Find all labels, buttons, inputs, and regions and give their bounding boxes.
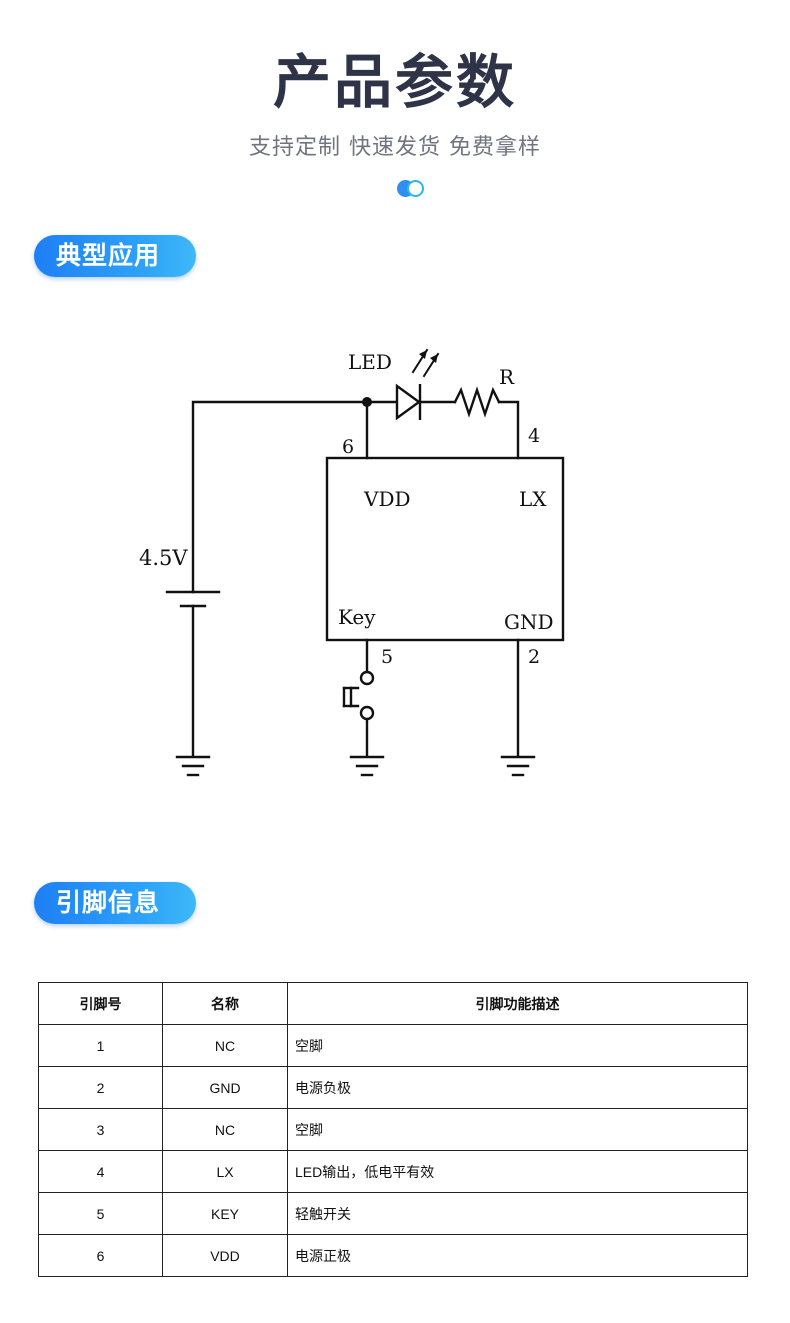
pin-desc-cell: 电源正极 bbox=[287, 1234, 748, 1277]
pin-name-cell: NC bbox=[162, 1024, 288, 1067]
header-pin-number: 引脚号 bbox=[38, 982, 163, 1025]
pin-name-cell: VDD bbox=[162, 1234, 288, 1277]
resistor-label: R bbox=[499, 365, 515, 389]
table-row: 4 LX LED输出，低电平有效 bbox=[38, 1150, 748, 1193]
pin-name-gnd: GND bbox=[504, 610, 554, 634]
table-header-row: 引脚号 名称 引脚功能描述 bbox=[38, 982, 748, 1025]
pin-info-table: 引脚号 名称 引脚功能描述 1 NC 空脚 2 GND 电源负极 3 NC 空脚… bbox=[38, 982, 748, 1277]
pin-name-cell: LX bbox=[162, 1150, 288, 1193]
pin-desc-cell: 电源负极 bbox=[287, 1066, 748, 1109]
pin-name-vdd: VDD bbox=[363, 487, 411, 511]
led-diode-icon bbox=[395, 383, 422, 421]
wire-lx bbox=[497, 400, 520, 460]
table-row: 2 GND 电源负极 bbox=[38, 1066, 748, 1109]
pin-name-cell: NC bbox=[162, 1108, 288, 1151]
arrow-heads-icon bbox=[419, 350, 438, 363]
pin-desc-cell: 轻触开关 bbox=[287, 1192, 748, 1235]
pin-number-cell: 2 bbox=[38, 1066, 163, 1109]
switch-contact-top bbox=[359, 670, 375, 686]
circuit-diagram: LED R 4.5V 6 4 5 2 VDD LX Key GND bbox=[139, 348, 565, 777]
pin-desc-cell: 空脚 bbox=[287, 1108, 748, 1151]
pin-number-key: 5 bbox=[381, 646, 393, 668]
switch-contact-bottom bbox=[359, 705, 375, 721]
pin-desc-cell: 空脚 bbox=[287, 1024, 748, 1067]
header-pin-name: 名称 bbox=[162, 982, 288, 1025]
pin-name-key: Key bbox=[338, 605, 376, 629]
dot-ring-icon bbox=[407, 180, 424, 197]
pin-number-cell: 1 bbox=[38, 1024, 163, 1067]
section-heading-pins: 引脚信息 bbox=[34, 882, 196, 924]
wire-top bbox=[191, 400, 399, 594]
decorative-dots-icon bbox=[397, 179, 431, 199]
header-pin-function: 引脚功能描述 bbox=[287, 982, 748, 1025]
pin-number-cell: 6 bbox=[38, 1234, 163, 1277]
table-row: 5 KEY 轻触开关 bbox=[38, 1192, 748, 1235]
pin-number-lx: 4 bbox=[528, 425, 540, 447]
table-row: 3 NC 空脚 bbox=[38, 1108, 748, 1151]
ground-icon-3 bbox=[500, 755, 536, 777]
page-subtitle: 支持定制 快速发货 免费拿样 bbox=[249, 135, 541, 160]
pin-number-gnd: 2 bbox=[528, 646, 540, 668]
voltage-label: 4.5V bbox=[139, 546, 188, 570]
pin-number-vdd: 6 bbox=[342, 436, 354, 458]
pin-name-cell: GND bbox=[162, 1066, 288, 1109]
ground-icon-2 bbox=[349, 755, 385, 777]
pin-name-lx: LX bbox=[519, 487, 547, 511]
section-heading-application: 典型应用 bbox=[34, 235, 196, 277]
junction-dot bbox=[362, 397, 372, 407]
push-button-icon bbox=[342, 686, 360, 708]
page-title: 产品参数 bbox=[272, 48, 517, 116]
ground-icon-1 bbox=[175, 755, 211, 777]
pin-number-cell: 3 bbox=[38, 1108, 163, 1151]
led-label: LED bbox=[348, 350, 392, 374]
table-row: 1 NC 空脚 bbox=[38, 1024, 748, 1067]
pin-name-cell: KEY bbox=[162, 1192, 288, 1235]
pin-number-cell: 4 bbox=[38, 1150, 163, 1193]
resistor-icon bbox=[453, 386, 501, 418]
ic-chip-box bbox=[325, 456, 565, 642]
pin-number-cell: 5 bbox=[38, 1192, 163, 1235]
table-row: 6 VDD 电源正极 bbox=[38, 1234, 748, 1277]
pin-desc-cell: LED输出，低电平有效 bbox=[287, 1150, 748, 1193]
